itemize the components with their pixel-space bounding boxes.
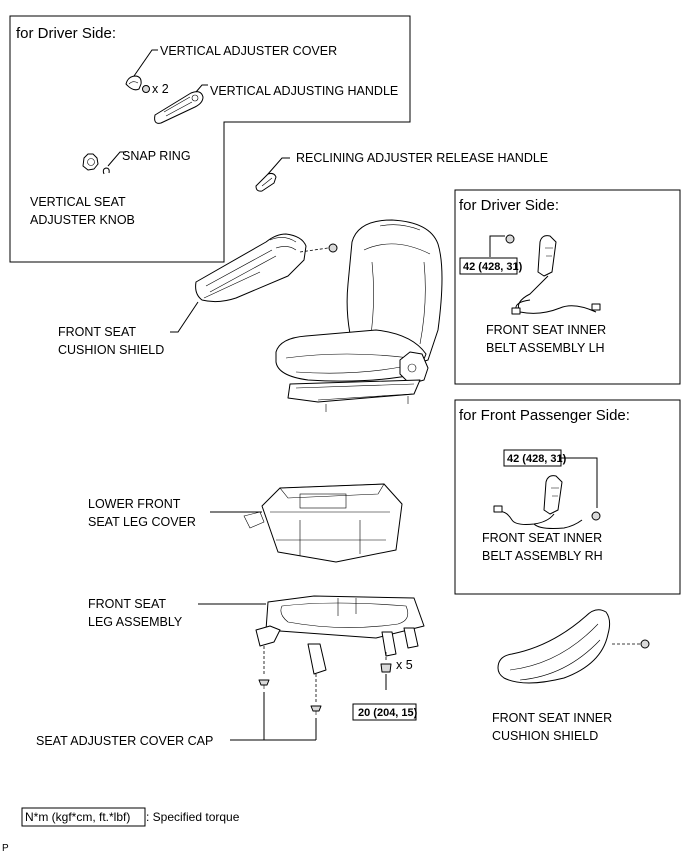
lower-leg-cover-label-2: SEAT LEG COVER [88,515,196,529]
seat-adjuster-cover-cap-left [258,679,270,689]
inner-cushion-shield-label-1: FRONT SEAT INNER [492,711,612,725]
lower-front-seat-leg-cover [243,483,403,563]
driver-side-top-frame [9,15,411,263]
driver-side-top-title: for Driver Side: [16,25,116,42]
inner-cushion-shield-label-2: CUSHION SHIELD [492,729,598,743]
vertical-adjusting-handle [154,91,204,124]
lower-leg-cover-label-1: LOWER FRONT [88,497,181,511]
leg-bolt-qty-label: x 5 [396,658,413,672]
driver-belt-torque: 42 (428, 31) [463,261,523,273]
front-seat-inner-cushion-shield [497,609,611,684]
passenger-belt-nut [591,511,601,521]
driver-belt-torque-box [459,257,518,275]
inner-belt-lh-label-2: BELT ASSEMBLY LH [486,341,605,355]
screw-qty-label: x 2 [152,82,169,96]
passenger-belt-frame [454,399,681,595]
front-seat-cushion-shield-label-1: FRONT SEAT [58,325,136,339]
vertical-seat-adjuster-knob [82,153,99,171]
driver-belt-title: for Driver Side: [459,197,559,214]
leg-bolt [380,663,392,673]
legend-description: : Specified torque [146,810,240,824]
front-seat-cushion-shield [195,233,307,303]
cushion-shield-screw [328,243,338,253]
legend-unit: N*m (kgf*cm, ft.*lbf) [25,810,130,824]
passenger-belt-title: for Front Passenger Side: [459,407,630,424]
screw [142,85,150,93]
legend-torque-box [21,807,146,827]
leg-bolt-torque: 20 (204, 15) [358,707,418,719]
vertical-adjuster-cover-label: VERTICAL ADJUSTER COVER [160,44,337,58]
reclining-release-handle-label: RECLINING ADJUSTER RELEASE HANDLE [296,151,548,165]
passenger-belt-torque: 42 (428, 31) [507,453,567,465]
vertical-adjuster-cover [125,75,142,91]
snap-ring-label: SNAP RING [122,149,191,163]
vertical-adjusting-handle-label: VERTICAL ADJUSTING HANDLE [210,84,398,98]
inner-belt-rh-label-1: FRONT SEAT INNER [482,531,602,545]
front-seat-assembly [275,219,443,412]
snap-ring [102,167,110,175]
adjuster-cover-cap-label: SEAT ADJUSTER COVER CAP [36,734,213,748]
reclining-adjuster-release-handle [255,172,277,192]
driver-belt-nut [505,234,515,244]
front-seat-cushion-shield-label-2: CUSHION SHIELD [58,343,164,357]
leg-assembly-label-1: FRONT SEAT [88,597,166,611]
inner-belt-rh-label-2: BELT ASSEMBLY RH [482,549,603,563]
front-seat-inner-belt-rh [493,475,583,529]
front-seat-inner-belt-lh [511,235,601,315]
vertical-seat-adjuster-knob-label-2: ADJUSTER KNOB [30,213,135,227]
inner-cushion-shield-screw [640,639,650,649]
corner-mark: P [2,843,9,854]
leg-assembly-label-2: LEG ASSEMBLY [88,615,183,629]
leg-bolt-torque-box [352,703,417,721]
front-seat-leg-assembly [255,595,425,675]
driver-belt-frame [454,189,681,385]
vertical-seat-adjuster-knob-label-1: VERTICAL SEAT [30,195,126,209]
inner-belt-lh-label-1: FRONT SEAT INNER [486,323,606,337]
seat-adjuster-cover-cap-right [310,705,322,715]
